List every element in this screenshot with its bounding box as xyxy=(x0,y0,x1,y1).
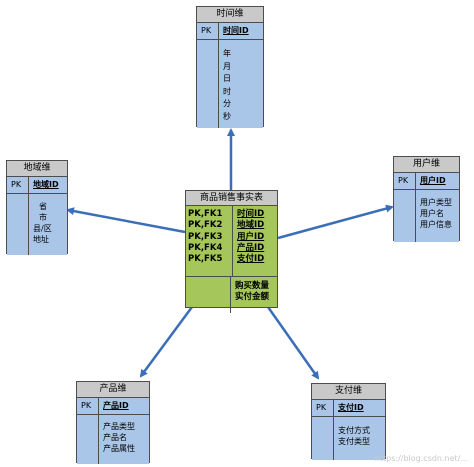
product-key-field: 产品ID xyxy=(103,401,129,410)
region-attributes: 省 市 县/区 地址 xyxy=(29,194,52,255)
fact-key-fields: 时间ID 地域ID 用户ID 产品ID 支付ID xyxy=(233,206,264,276)
user-key-field: 用户ID xyxy=(420,176,446,185)
user-pk-label: PK xyxy=(394,173,416,189)
sales-fact-table: 商品销售事实表 PK,FK1 PK,FK2 PK,FK3 PK,FK4 PK,F… xyxy=(185,190,278,313)
fk-label: PK,FK2 xyxy=(188,220,223,231)
region-dimension-title: 地域维 xyxy=(7,161,67,177)
region-attr: 地址 xyxy=(33,235,49,244)
fk-label: PK,FK1 xyxy=(188,209,223,219)
payment-key-field: 支付ID xyxy=(338,403,364,412)
time-attr: 分 xyxy=(223,99,231,108)
payment-attr: 支付方式 xyxy=(338,426,370,435)
fact-key: 产品ID xyxy=(237,242,265,253)
region-attr: 县/区 xyxy=(33,224,52,233)
time-attr: 日 xyxy=(223,74,231,83)
product-pk-label: PK xyxy=(77,398,99,414)
payment-attr: 支付类型 xyxy=(338,437,370,446)
payment-dimension-table: 支付维 PK 支付ID 支付方式 支付类型 xyxy=(311,383,386,460)
time-attr: 时 xyxy=(223,86,231,96)
region-dimension-table: 地域维 PK 地域ID 省 市 县/区 地址 xyxy=(6,160,68,255)
fact-fk-labels: PK,FK1 PK,FK2 PK,FK3 PK,FK4 PK,FK5 xyxy=(186,206,233,276)
time-attributes: 年 月 日 时 分 秒 xyxy=(219,40,231,128)
payment-attributes: 支付方式 支付类型 xyxy=(334,417,370,460)
time-dimension-table: 时间维 PK 时间ID 年 月 日 时 分 秒 xyxy=(196,6,264,128)
time-dimension-title: 时间维 xyxy=(197,7,263,23)
fact-table-title: 商品销售事实表 xyxy=(186,191,277,206)
user-attr: 用户信息 xyxy=(420,220,452,229)
product-dimension-title: 产品维 xyxy=(77,382,149,398)
arrow-to-product xyxy=(139,306,194,378)
product-attributes: 产品类型 产品名 产品属性 xyxy=(99,415,135,464)
time-pk-label: PK xyxy=(197,23,219,39)
product-dimension-table: 产品维 PK 产品ID 产品类型 产品名 产品属性 xyxy=(76,381,150,464)
fk-label: PK,FK5 xyxy=(188,254,223,265)
time-attr: 年 xyxy=(223,49,231,58)
region-attr: 市 xyxy=(39,213,47,222)
fact-key: 地域ID xyxy=(237,220,265,231)
region-pk-label: PK xyxy=(7,177,29,193)
product-attr: 产品类型 xyxy=(103,422,135,431)
fact-key: 时间ID xyxy=(237,209,265,219)
time-attr: 秒 xyxy=(223,111,231,121)
user-attr: 用户名 xyxy=(420,209,444,218)
arrow-to-user xyxy=(277,204,394,240)
user-attr: 用户类型 xyxy=(420,198,452,207)
product-attr: 产品属性 xyxy=(103,444,135,453)
user-attributes: 用户类型 用户名 用户信息 xyxy=(416,190,452,242)
payment-dimension-title: 支付维 xyxy=(312,384,385,400)
region-key-field: 地域ID xyxy=(33,180,59,189)
fact-key: 支付ID xyxy=(237,254,265,265)
time-attr: 月 xyxy=(223,61,231,71)
region-attr: 省 xyxy=(39,202,47,211)
fact-key: 用户ID xyxy=(237,231,265,242)
fk-label: PK,FK3 xyxy=(188,231,223,242)
user-dimension-table: 用户维 PK 用户ID 用户类型 用户名 用户信息 xyxy=(393,156,460,242)
arrow-to-payment xyxy=(266,306,320,380)
arrow-to-region xyxy=(66,207,186,234)
user-dimension-title: 用户维 xyxy=(394,157,459,173)
payment-pk-label: PK xyxy=(312,400,334,416)
fact-measures: 购买数量 实付金额 xyxy=(231,277,269,313)
measure: 购买数量 xyxy=(235,281,270,291)
product-attr: 产品名 xyxy=(103,433,127,442)
time-key-field: 时间ID xyxy=(223,26,249,35)
watermark-text: https://blog.csdn.net/... xyxy=(374,454,468,463)
measure: 实付金额 xyxy=(235,292,270,302)
fk-label: PK,FK4 xyxy=(188,242,223,253)
